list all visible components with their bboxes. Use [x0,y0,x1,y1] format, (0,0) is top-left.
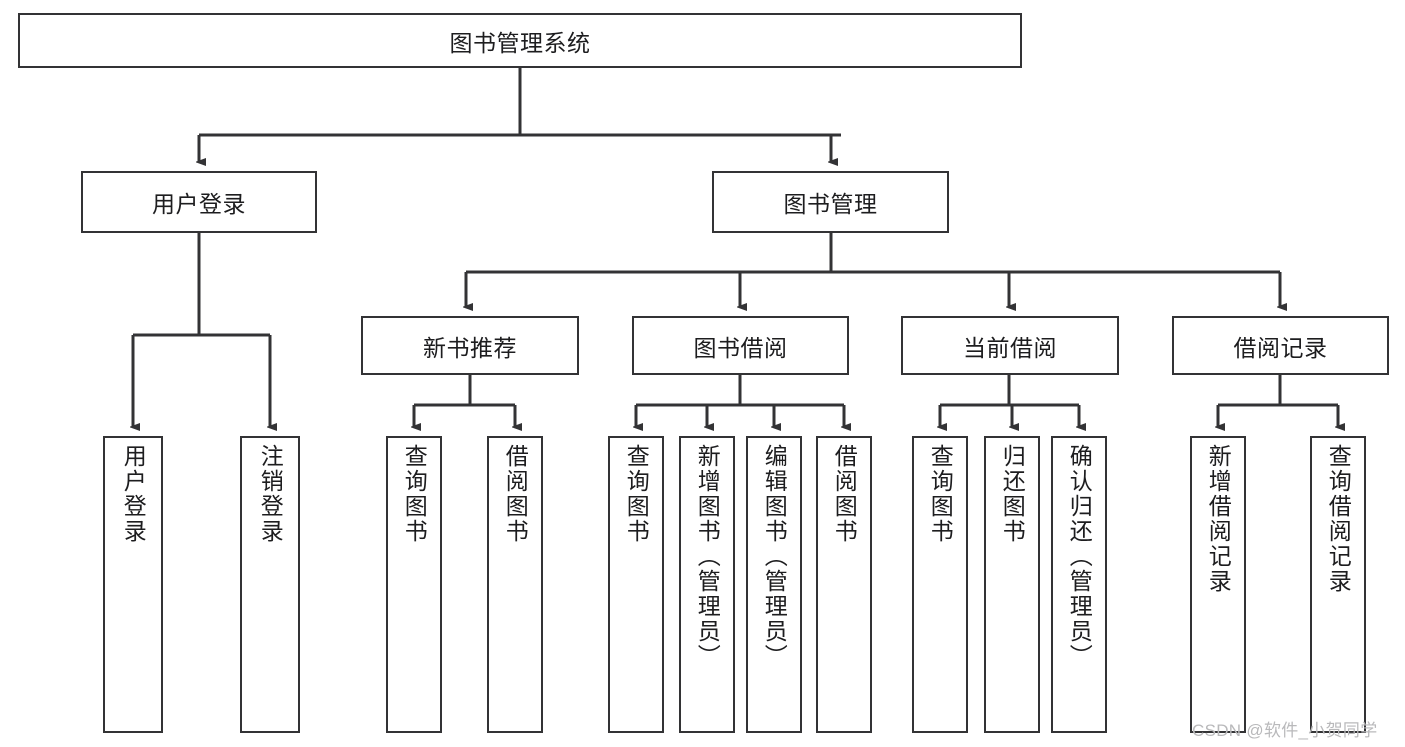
node-borrow-record[interactable]: 借阅记录 [1172,316,1389,375]
leaf-node[interactable]: 归还图书 [984,436,1040,733]
leaf-node[interactable]: 查询图书 [912,436,968,733]
node-book-management[interactable]: 图书管理 [712,171,949,233]
leaf-label: 借阅图书 [502,444,529,544]
leaf-label: 注销登录 [257,444,284,544]
node-root-label: 图书管理系统 [449,29,591,56]
leaf-label: 查询图书 [401,444,428,544]
leaf-node[interactable]: 编辑图书（管理员） [746,436,802,733]
leaf-node[interactable]: 查询图书 [386,436,442,733]
leaf-node[interactable]: 新增借阅记录 [1190,436,1246,733]
node-book-borrow-label: 图书借阅 [693,334,788,361]
node-root[interactable]: 图书管理系统 [18,13,1022,68]
leaf-node[interactable]: 用户登录 [103,436,163,733]
leaf-label: 新增借阅记录 [1205,444,1232,594]
csdn-watermark: CSDN @软件_小贺同学 [1192,721,1378,740]
leaf-label: 借阅图书 [831,444,858,544]
leaf-node[interactable]: 借阅图书 [816,436,872,733]
leaf-label: 归还图书 [999,444,1026,544]
leaf-node[interactable]: 新增图书（管理员） [679,436,735,733]
leaf-label: 用户登录 [120,444,147,544]
leaf-node[interactable]: 借阅图书 [487,436,543,733]
leaf-label: 查询图书 [623,444,650,544]
leaf-label: 查询图书 [927,444,954,544]
node-current-borrow[interactable]: 当前借阅 [901,316,1119,375]
node-user-login[interactable]: 用户登录 [81,171,317,233]
leaf-label: 确认归还（管理员） [1066,444,1093,669]
node-book-management-label: 图书管理 [783,191,878,217]
leaf-label: 查询借阅记录 [1325,444,1352,594]
leaf-node[interactable]: 查询借阅记录 [1310,436,1366,733]
leaf-label: 编辑图书（管理员） [761,444,788,669]
leaf-node[interactable]: 确认归还（管理员） [1051,436,1107,733]
node-new-book-recommend-label: 新书推荐 [423,334,517,361]
leaf-node[interactable]: 注销登录 [240,436,300,733]
node-borrow-record-label: 借阅记录 [1233,334,1328,361]
node-new-book-recommend[interactable]: 新书推荐 [361,316,579,375]
node-book-borrow[interactable]: 图书借阅 [632,316,849,375]
leaf-node[interactable]: 查询图书 [608,436,664,733]
node-user-login-label: 用户登录 [152,191,246,217]
node-current-borrow-label: 当前借阅 [963,334,1057,361]
leaf-label: 新增图书（管理员） [694,444,721,669]
